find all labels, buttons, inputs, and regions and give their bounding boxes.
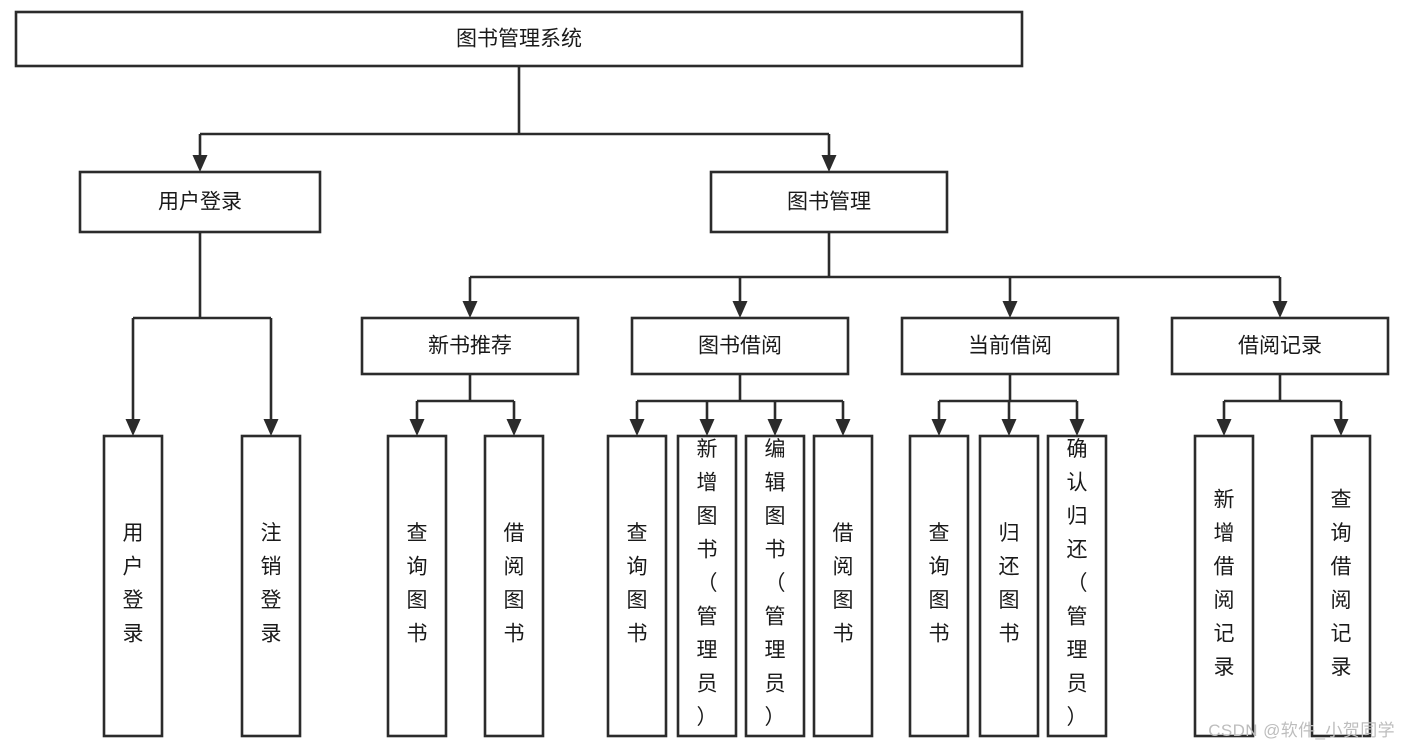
arrow-head (931, 419, 947, 436)
node-leaf-book-borrow-3[interactable]: 借阅图书 (812, 434, 874, 738)
node-leaf-new-books-0[interactable]: 查询图书 (386, 434, 448, 738)
arrow-head (1333, 419, 1349, 436)
arrow-head (1001, 419, 1017, 436)
node-label: 查询图书 (929, 522, 950, 646)
node-box[interactable] (1046, 434, 1108, 738)
arrow-head (1272, 301, 1288, 318)
node-label: 图书管理 (787, 191, 871, 214)
node-label: 图书借阅 (698, 335, 782, 358)
node-label: 借阅记录 (1238, 335, 1322, 358)
node-label: 图书管理系统 (456, 28, 582, 51)
node-level3-0[interactable]: 新书推荐 (360, 316, 580, 376)
node-box[interactable] (360, 316, 580, 376)
node-box[interactable] (386, 434, 448, 738)
node-label: 查询图书 (407, 522, 428, 646)
node-box[interactable] (1193, 434, 1255, 738)
node-label: 归还图书 (999, 522, 1020, 646)
arrow-head (767, 419, 783, 436)
node-leaf-current-borrow-0[interactable]: 查询图书 (908, 434, 970, 738)
node-box[interactable] (483, 434, 545, 738)
node-label: 注销登录 (261, 522, 282, 646)
node-leaf-book-borrow-0[interactable]: 查询图书 (606, 434, 668, 738)
node-level3-1[interactable]: 图书借阅 (630, 316, 850, 376)
node-box[interactable] (78, 170, 322, 234)
node-book-management[interactable]: 图书管理 (709, 170, 949, 234)
node-box[interactable] (606, 434, 668, 738)
arrow-head (629, 419, 645, 436)
arrow-head (125, 419, 141, 436)
arrow-head (1216, 419, 1232, 436)
connector-layer (125, 66, 1349, 436)
node-box[interactable] (240, 434, 302, 738)
node-leaf-new-books-1[interactable]: 借阅图书 (483, 434, 545, 738)
node-leaf-borrow-record-0[interactable]: 新增借阅记录 (1193, 434, 1255, 738)
arrow-head (1069, 419, 1085, 436)
node-box[interactable] (978, 434, 1040, 738)
node-leaf-book-borrow-2[interactable]: 编辑图书（管理员） (744, 434, 806, 738)
node-leaf-borrow-record-1[interactable]: 查询借阅记录 (1310, 434, 1372, 738)
node-layer: 图书管理系统用户登录图书管理新书推荐图书借阅当前借阅借阅记录用户登录注销登录查询… (14, 10, 1390, 738)
node-label: 新书推荐 (428, 335, 512, 358)
node-box[interactable] (1170, 316, 1390, 376)
arrow-head (699, 419, 715, 436)
node-leaf-current-borrow-1[interactable]: 归还图书 (978, 434, 1040, 738)
node-box[interactable] (676, 434, 738, 738)
node-label: 新增借阅记录 (1214, 488, 1235, 679)
node-leaf-book-borrow-1[interactable]: 新增图书（管理员） (676, 434, 738, 738)
node-label: 查询借阅记录 (1331, 488, 1352, 679)
node-user-login[interactable]: 用户登录 (78, 170, 322, 234)
node-label: 确认归还（管理员） (1067, 438, 1088, 729)
node-label: 编辑图书（管理员） (765, 438, 786, 729)
node-label: 新增图书（管理员） (697, 438, 718, 729)
arrow-head (263, 419, 279, 436)
node-box[interactable] (900, 316, 1120, 376)
node-level3-2[interactable]: 当前借阅 (900, 316, 1120, 376)
node-box[interactable] (14, 10, 1024, 68)
node-box[interactable] (1310, 434, 1372, 738)
node-leaf-current-borrow-2[interactable]: 确认归还（管理员） (1046, 434, 1108, 738)
arrow-head (409, 419, 425, 436)
arrow-head (462, 301, 478, 318)
node-label: 用户登录 (123, 522, 144, 646)
node-label: 借阅图书 (833, 522, 854, 646)
node-root-system[interactable]: 图书管理系统 (14, 10, 1024, 68)
arrow-head (506, 419, 522, 436)
node-leaf-user-login-0[interactable]: 用户登录 (102, 434, 164, 738)
arrow-head (732, 301, 748, 318)
node-box[interactable] (812, 434, 874, 738)
node-box[interactable] (630, 316, 850, 376)
node-box[interactable] (744, 434, 806, 738)
node-label: 借阅图书 (504, 522, 525, 646)
arrow-head (835, 419, 851, 436)
arrow-head (821, 155, 837, 172)
node-box[interactable] (102, 434, 164, 738)
node-box[interactable] (908, 434, 970, 738)
arrow-head (1002, 301, 1018, 318)
node-label: 当前借阅 (968, 335, 1052, 358)
node-level3-3[interactable]: 借阅记录 (1170, 316, 1390, 376)
node-label: 用户登录 (158, 191, 242, 214)
node-leaf-user-login-1[interactable]: 注销登录 (240, 434, 302, 738)
arrow-head (192, 155, 208, 172)
node-box[interactable] (709, 170, 949, 234)
node-label: 查询图书 (627, 522, 648, 646)
